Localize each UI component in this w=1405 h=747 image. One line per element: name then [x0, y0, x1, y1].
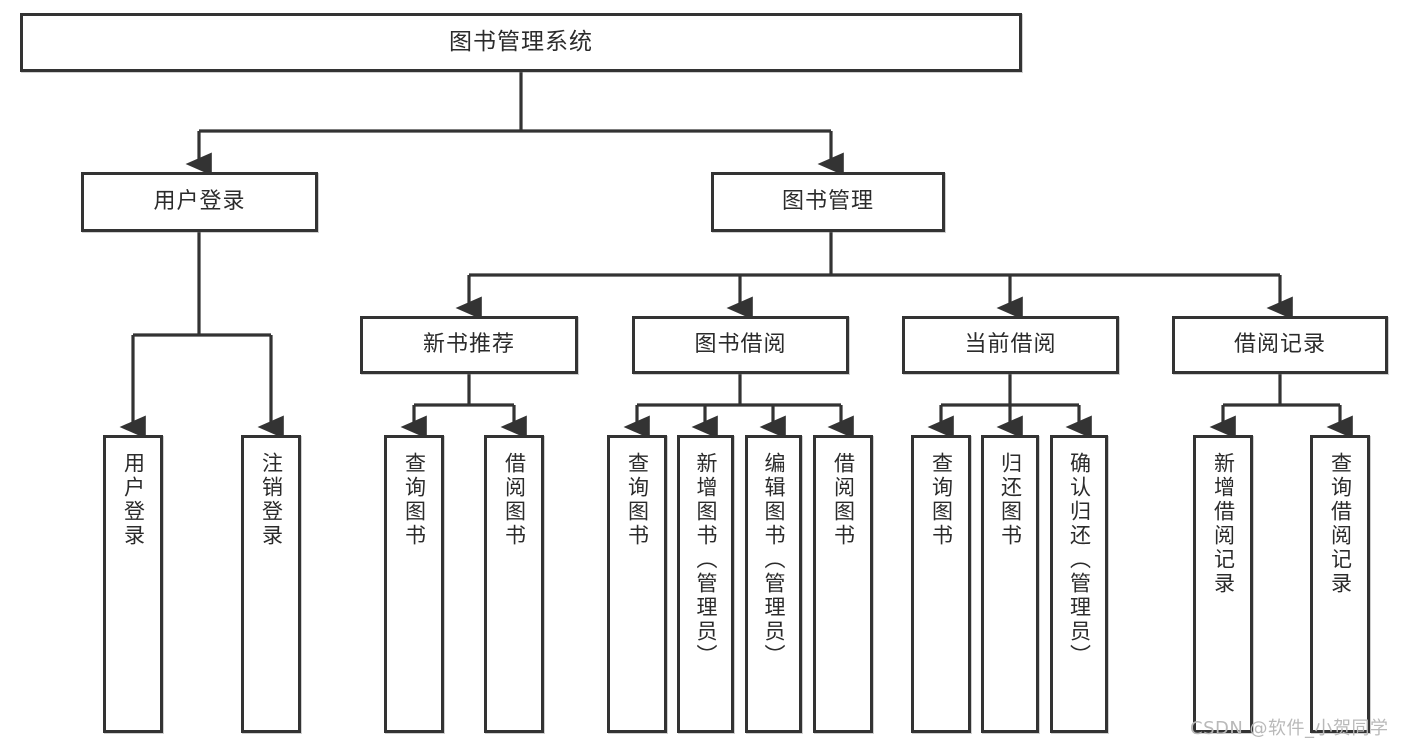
- node-label: 借阅图书: [831, 452, 856, 548]
- node-label: 图书管理系统: [449, 28, 593, 55]
- node-label: 当前借阅: [964, 331, 1057, 357]
- node-label: 新增借阅记录: [1211, 452, 1236, 596]
- node-label: 确认归还（管理员）: [1067, 452, 1092, 668]
- node-new-book-recommend[interactable]: 新书推荐: [360, 316, 578, 374]
- leaf-record-add-record[interactable]: 新增借阅记录: [1193, 435, 1253, 733]
- node-user-login[interactable]: 用户登录: [81, 172, 318, 232]
- node-book-borrow[interactable]: 图书借阅: [632, 316, 849, 374]
- node-label: 查询图书: [402, 452, 427, 548]
- leaf-borrow-edit-book[interactable]: 编辑图书（管理员）: [745, 435, 802, 733]
- node-label: 用户登录: [121, 452, 146, 548]
- node-label: 图书管理: [781, 188, 874, 214]
- node-label: 查询图书: [929, 452, 954, 548]
- node-label: 编辑图书（管理员）: [762, 452, 786, 668]
- node-label: 图书借阅: [694, 331, 787, 357]
- node-label: 新书推荐: [422, 331, 515, 357]
- node-label: 借阅记录: [1233, 331, 1326, 357]
- node-root-system[interactable]: 图书管理系统: [20, 13, 1022, 72]
- leaf-current-query-book[interactable]: 查询图书: [911, 435, 971, 733]
- node-label: 注销登录: [259, 452, 284, 548]
- node-book-management[interactable]: 图书管理: [711, 172, 945, 232]
- node-current-borrow[interactable]: 当前借阅: [902, 316, 1119, 374]
- leaf-user-logout[interactable]: 注销登录: [241, 435, 301, 733]
- leaf-borrow-query-book[interactable]: 查询图书: [607, 435, 667, 733]
- leaf-current-confirm-return[interactable]: 确认归还（管理员）: [1050, 435, 1108, 733]
- node-label: 查询借阅记录: [1328, 452, 1353, 596]
- leaf-borrow-add-book[interactable]: 新增图书（管理员）: [677, 435, 734, 733]
- node-label: 借阅图书: [502, 452, 527, 548]
- csdn-watermark: CSDN @软件_小贺同学: [1190, 718, 1389, 739]
- leaf-borrow-borrow-book[interactable]: 借阅图书: [813, 435, 873, 733]
- leaf-user-login[interactable]: 用户登录: [103, 435, 163, 733]
- leaf-record-query-record[interactable]: 查询借阅记录: [1310, 435, 1370, 733]
- leaf-recommend-query-book[interactable]: 查询图书: [384, 435, 444, 733]
- leaf-recommend-borrow-book[interactable]: 借阅图书: [484, 435, 544, 733]
- node-label: 查询图书: [625, 452, 650, 548]
- node-label: 新增图书（管理员）: [694, 452, 718, 668]
- node-label: 用户登录: [153, 188, 246, 214]
- leaf-current-return-book[interactable]: 归还图书: [981, 435, 1039, 733]
- node-borrow-record[interactable]: 借阅记录: [1172, 316, 1388, 374]
- node-label: 归还图书: [998, 452, 1023, 548]
